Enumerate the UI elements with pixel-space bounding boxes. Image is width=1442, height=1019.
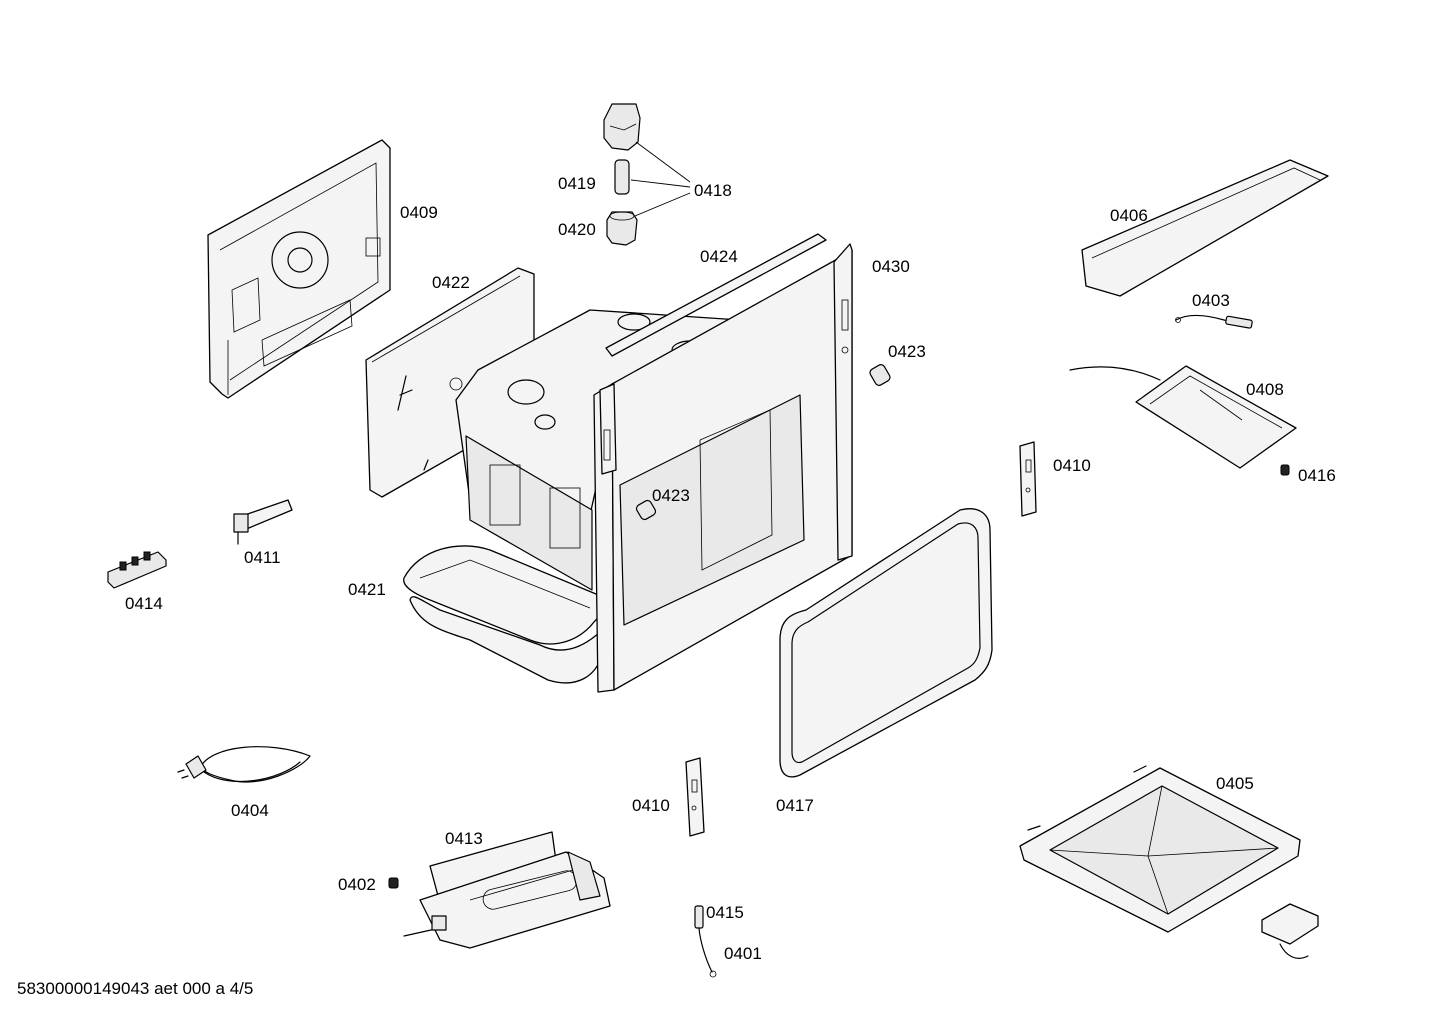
label-0424: 0424 [700, 247, 738, 266]
label-0417: 0417 [776, 796, 814, 815]
label-0403: 0403 [1192, 291, 1230, 310]
label-0401: 0401 [724, 944, 762, 963]
part-sensor-cable [1175, 314, 1253, 329]
part-bracket [1261, 903, 1319, 959]
label-0410-lower: 0410 [632, 796, 670, 815]
label-0406: 0406 [1110, 206, 1148, 225]
label-0422: 0422 [432, 273, 470, 292]
part-temperature-probe [694, 905, 717, 978]
part-door-seal [779, 508, 993, 778]
label-0423-lower: 0423 [652, 486, 690, 505]
drawing-reference: 58300000149043 aet 000 a 4/5 [17, 979, 254, 998]
part-top-rail [605, 233, 827, 357]
part-nut [388, 877, 399, 889]
label-0404: 0404 [231, 801, 269, 820]
label-0405: 0405 [1216, 774, 1254, 793]
label-0415: 0415 [706, 903, 744, 922]
part-bottom-tray [1019, 765, 1301, 933]
part-hinge-upper [1019, 441, 1037, 517]
label-0423-upper: 0423 [888, 342, 926, 361]
label-0430: 0430 [872, 257, 910, 276]
label-0411: 0411 [244, 548, 281, 567]
part-lamp-assembly [603, 103, 691, 246]
part-power-cord [177, 746, 311, 783]
label-0402: 0402 [338, 875, 376, 894]
label-0414: 0414 [125, 594, 163, 613]
label-0408: 0408 [1246, 380, 1284, 399]
part-grill-element [1069, 365, 1297, 469]
part-hinge-lower [685, 757, 705, 837]
label-0420: 0420 [558, 220, 596, 239]
part-clip [1280, 464, 1290, 476]
label-0418: 0418 [694, 181, 732, 200]
label-0410-upper: 0410 [1053, 456, 1091, 475]
part-bottom-heater [403, 831, 611, 949]
part-door-switch [233, 499, 293, 545]
part-top-cover [1081, 159, 1329, 297]
label-0413: 0413 [445, 829, 483, 848]
label-0419: 0419 [558, 174, 596, 193]
part-terminal-block [107, 551, 167, 589]
part-back-panel [207, 139, 391, 399]
part-knob-upper [869, 364, 891, 386]
label-0421: 0421 [348, 580, 386, 599]
label-0409: 0409 [400, 203, 438, 222]
part-oven-cavity [455, 243, 853, 693]
label-0416: 0416 [1298, 466, 1336, 485]
part-knob-lower [635, 499, 657, 521]
